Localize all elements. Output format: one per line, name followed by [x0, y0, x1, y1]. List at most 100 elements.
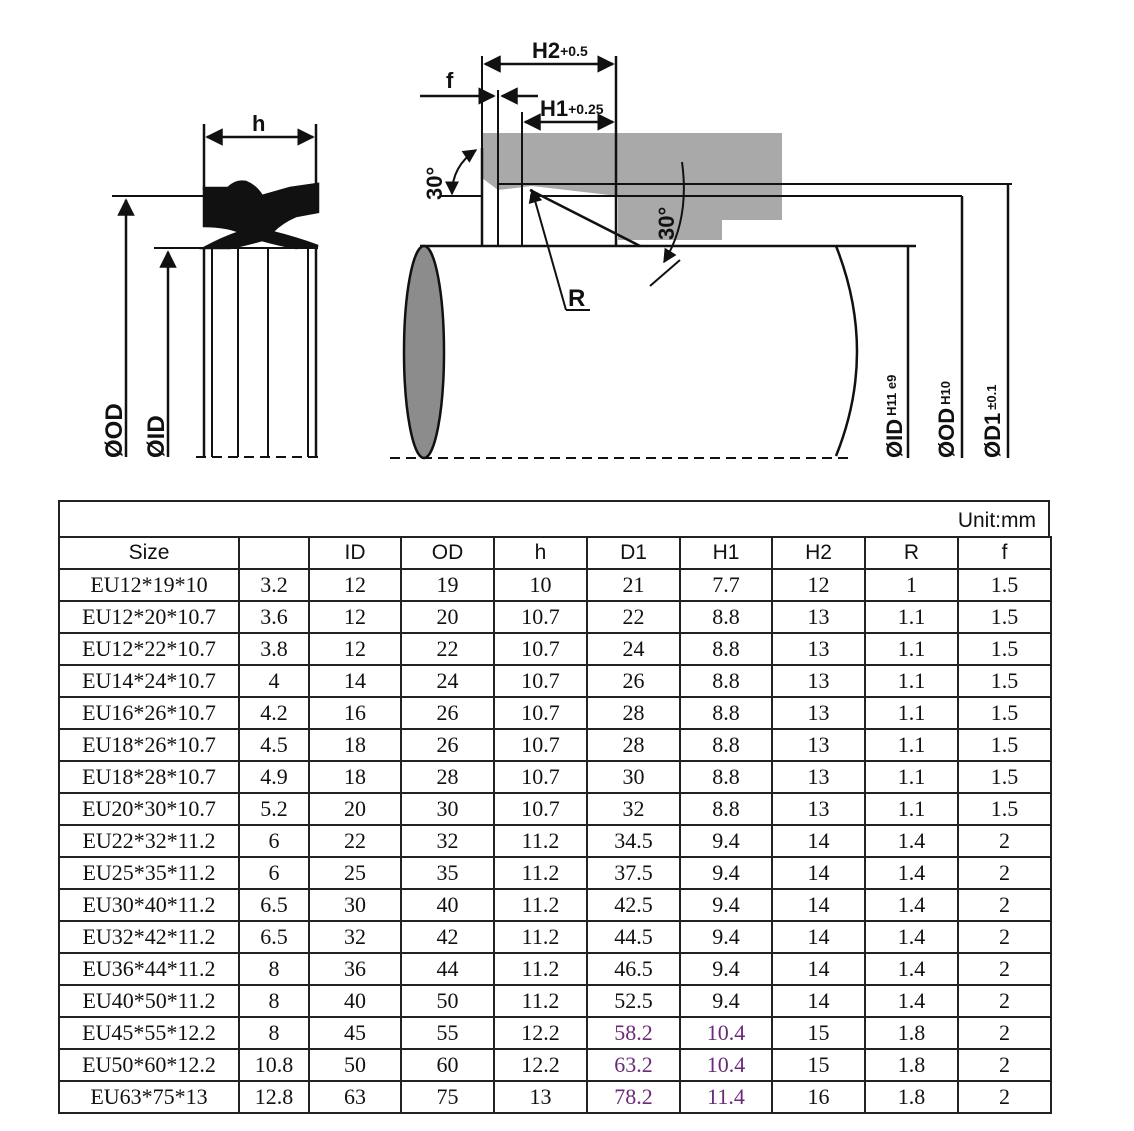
h-label: h [252, 111, 265, 136]
table-cell: 1.4 [864, 984, 959, 1018]
table-cell: 11.2 [493, 952, 588, 986]
table-cell: EU16*26*10.7 [58, 696, 240, 730]
table-cell: 24 [586, 632, 681, 666]
table-cell: 1.4 [864, 856, 959, 890]
table-cell: 10.7 [493, 664, 588, 698]
od-right-symbol: ØOD [934, 408, 959, 458]
table-cell: 58.2 [586, 1016, 681, 1050]
table-cell: 6.5 [238, 888, 310, 922]
h2-label: H2+0.5 [532, 38, 588, 63]
table-cell: 10.4 [679, 1048, 773, 1082]
table-cell: 20 [308, 792, 402, 826]
table-cell: 8.8 [679, 792, 773, 826]
table-cell: 52.5 [586, 984, 681, 1018]
table-cell: EU36*44*11.2 [58, 952, 240, 986]
table-cell: 1.1 [864, 760, 959, 794]
table-cell: 36 [308, 952, 402, 986]
table-cell: 12 [308, 600, 402, 634]
table-cell: 78.2 [586, 1080, 681, 1114]
table-cell: 1.8 [864, 1016, 959, 1050]
table-cell: 42 [400, 920, 495, 954]
column-header: H1 [679, 536, 773, 570]
table-cell: 12 [308, 568, 402, 602]
table-cell: 13 [771, 696, 866, 730]
table-cell: 15 [771, 1048, 866, 1082]
table-cell: 8.8 [679, 728, 773, 762]
table-cell: EU32*42*11.2 [58, 920, 240, 954]
od-right-tolerance: H10 [938, 381, 953, 405]
table-cell: 25 [308, 856, 402, 890]
table-cell: 10.7 [493, 792, 588, 826]
table-cell: 2 [957, 856, 1052, 890]
table-cell: 15 [771, 1016, 866, 1050]
table-cell: 13 [771, 632, 866, 666]
table-cell: EU18*28*10.7 [58, 760, 240, 794]
column-header: Size [58, 536, 240, 570]
table-cell: 19 [400, 568, 495, 602]
table-cell: 13 [771, 760, 866, 794]
h2-symbol: H2 [532, 38, 560, 63]
table-cell: 26 [586, 664, 681, 698]
table-cell: EU20*30*10.7 [58, 792, 240, 826]
table-cell: 32 [586, 792, 681, 826]
table-cell: 8 [238, 952, 310, 986]
table-cell: 6 [238, 856, 310, 890]
table-cell: 63.2 [586, 1048, 681, 1082]
d1-right-tolerance: ±0.1 [984, 385, 999, 410]
table-cell: EU63*75*13 [58, 1080, 240, 1114]
table-cell: 1.4 [864, 888, 959, 922]
table-cell: 10.7 [493, 696, 588, 730]
column-header: f [957, 536, 1052, 570]
table-cell: 8 [238, 984, 310, 1018]
table-cell: 60 [400, 1048, 495, 1082]
table-cell: 18 [308, 760, 402, 794]
table-cell: 40 [308, 984, 402, 1018]
f-label: f [446, 68, 454, 93]
table-cell: 44.5 [586, 920, 681, 954]
table-cell: 11.2 [493, 856, 588, 890]
table-cell: 6 [238, 824, 310, 858]
table-cell: 34.5 [586, 824, 681, 858]
table-cell: 4.9 [238, 760, 310, 794]
table-cell: 46.5 [586, 952, 681, 986]
table-cell: 26 [400, 696, 495, 730]
table-cell: 40 [400, 888, 495, 922]
table-cell: 8 [238, 1016, 310, 1050]
table-cell: 18 [308, 728, 402, 762]
h2-tolerance: +0.5 [560, 43, 588, 59]
table-cell: 1.8 [864, 1080, 959, 1114]
table-cell: 1.5 [957, 792, 1052, 826]
table-cell: 26 [400, 728, 495, 762]
table-cell: 2 [957, 952, 1052, 986]
table-cell: 75 [400, 1080, 495, 1114]
table-cell: 14 [771, 952, 866, 986]
table-cell: 35 [400, 856, 495, 890]
table-cell: 13 [493, 1080, 588, 1114]
table-cell: 8.8 [679, 760, 773, 794]
table-cell: 13 [771, 792, 866, 826]
column-header: D1 [586, 536, 681, 570]
table-cell: 9.4 [679, 888, 773, 922]
table-cell: 3.2 [238, 568, 310, 602]
column-header: R [864, 536, 959, 570]
id-label: ØID [143, 415, 170, 458]
column-header: h [493, 536, 588, 570]
table-cell: 9.4 [679, 824, 773, 858]
table-cell: EU25*35*11.2 [58, 856, 240, 890]
column-header: H2 [771, 536, 866, 570]
table-cell: 4.2 [238, 696, 310, 730]
table-cell: 2 [957, 888, 1052, 922]
table-cell: 2 [957, 1016, 1052, 1050]
table-cell: EU14*24*10.7 [58, 664, 240, 698]
table-cell: 14 [771, 920, 866, 954]
table-cell: 8.8 [679, 600, 773, 634]
table-cell: 12.8 [238, 1080, 310, 1114]
table-cell: 12.2 [493, 1016, 588, 1050]
table-cell: 55 [400, 1016, 495, 1050]
